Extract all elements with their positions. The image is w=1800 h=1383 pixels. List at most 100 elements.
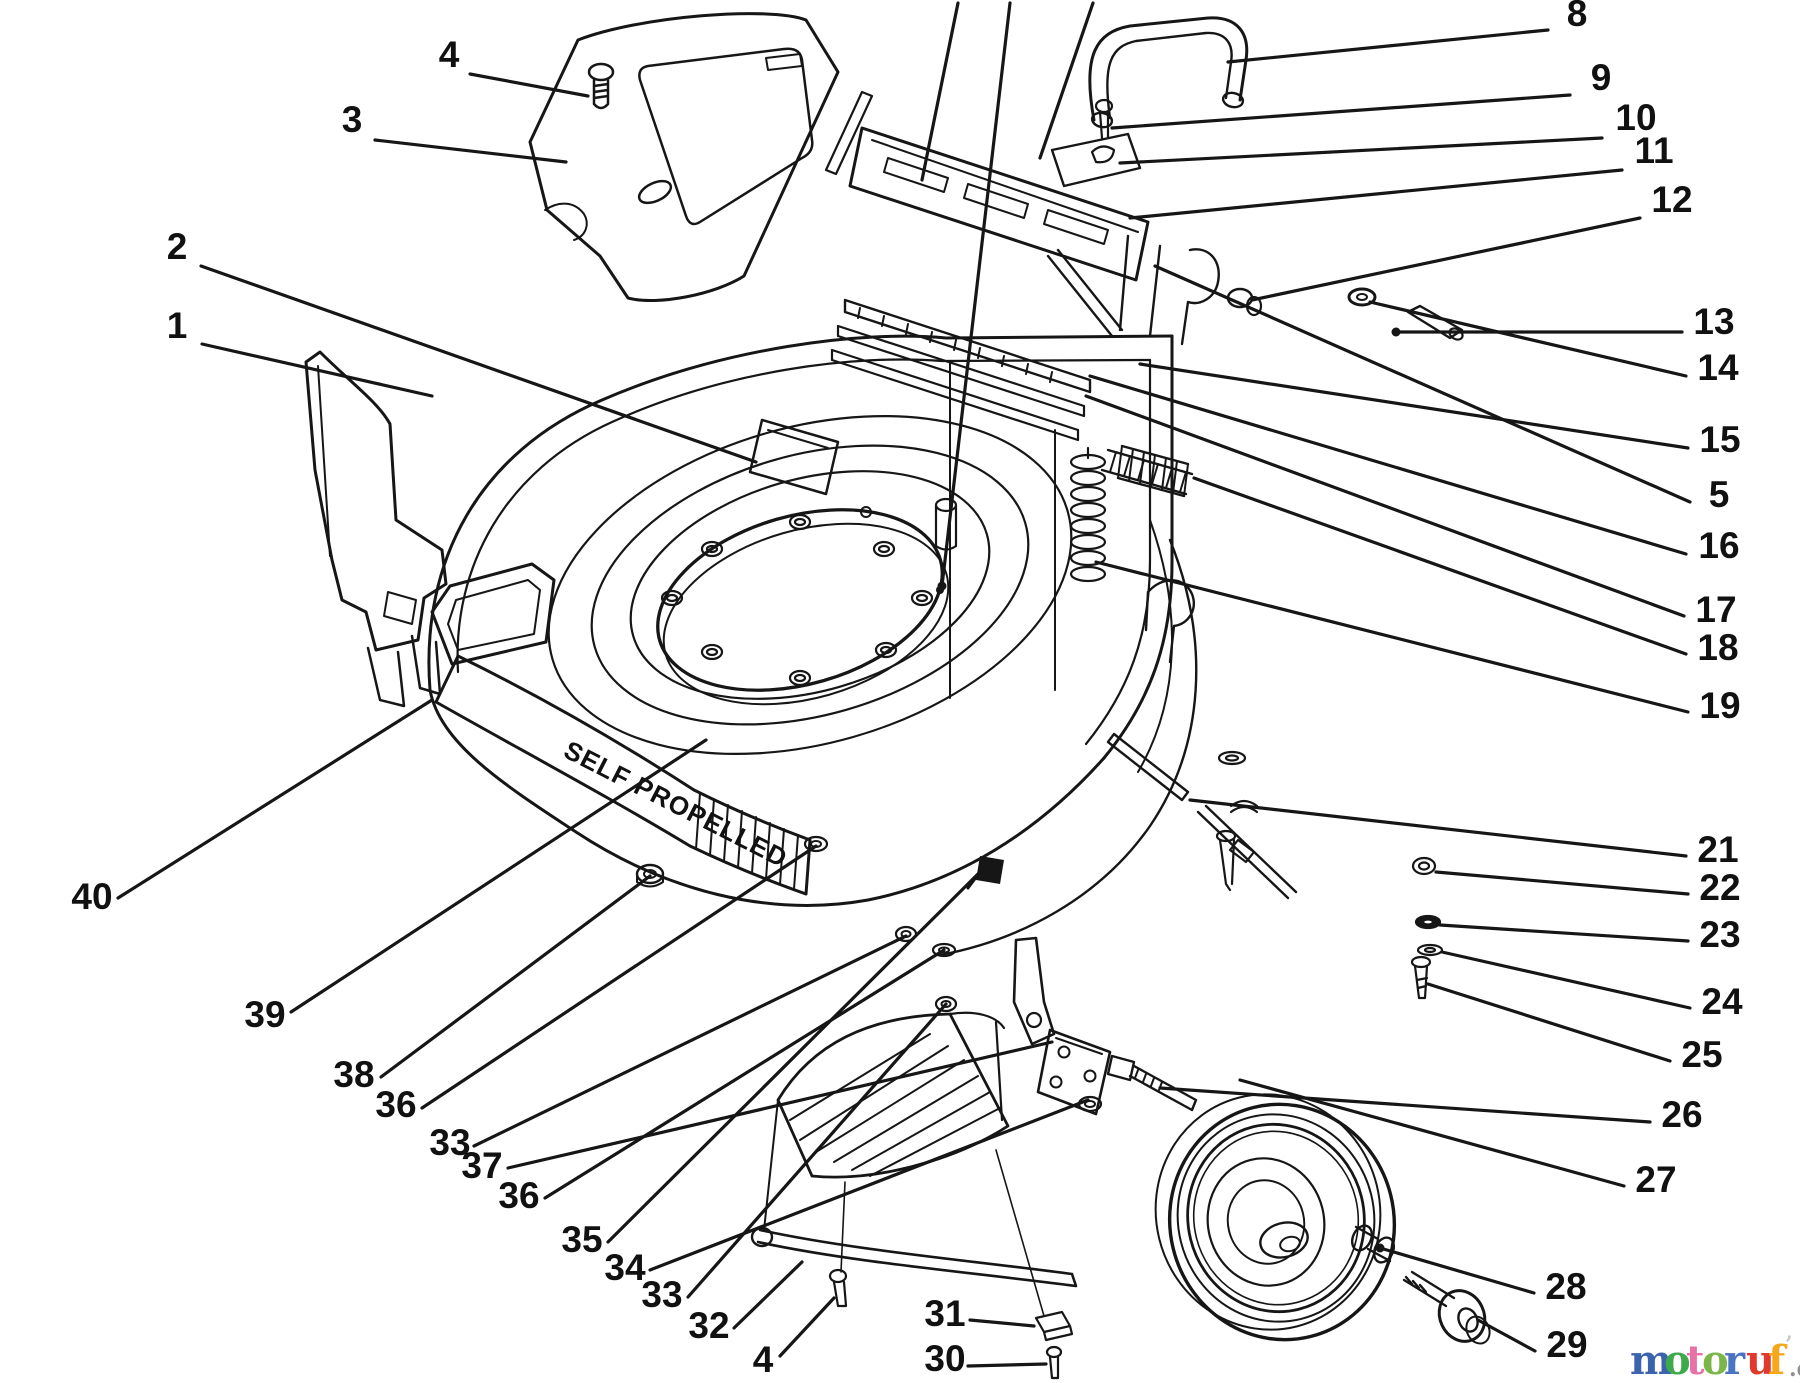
callout-label-27: 27 — [1635, 1159, 1676, 1200]
callout-label-24: 24 — [1701, 981, 1743, 1022]
callout-label-11: 11 — [1634, 130, 1673, 171]
leader-line — [1438, 923, 1690, 943]
callout-label-25: 25 — [1681, 1034, 1722, 1075]
leader-line — [472, 934, 908, 1148]
watermark-trademark: ’ — [1785, 1332, 1793, 1358]
callout-label-38: 38 — [333, 1054, 374, 1095]
cropped-leader-line — [940, 1, 1012, 588]
callout-label-19: 19 — [1699, 685, 1740, 726]
leader-line — [1158, 1086, 1652, 1124]
height-adjuster-bracket — [635, 835, 1198, 1116]
callout-label-30: 30 — [924, 1338, 965, 1379]
leader-line — [648, 1098, 1090, 1272]
hardware-stack-right — [1410, 856, 1444, 1000]
leader-line — [199, 264, 758, 464]
watermark-letter: u — [1746, 1337, 1775, 1383]
callout-label-10: 10 — [1615, 97, 1656, 138]
watermark-letter: o — [1664, 1337, 1691, 1383]
callout-label-1: 1 — [167, 305, 188, 346]
leader-line — [732, 1260, 804, 1330]
leader-line — [1188, 798, 1688, 858]
leader-end-dot — [1375, 1243, 1385, 1253]
leader-line — [200, 342, 434, 398]
leader-line — [778, 1296, 836, 1358]
deck-bolt-heads — [660, 513, 934, 687]
leader-end-dot — [937, 581, 947, 591]
leader-line — [506, 1040, 1054, 1170]
watermark-tld: .de — [1789, 1356, 1800, 1382]
callout-label-21: 21 — [1697, 829, 1738, 870]
callout-label-12: 12 — [1651, 179, 1692, 220]
callout-label-28: 28 — [1545, 1266, 1586, 1307]
callout-label-37: 37 — [461, 1145, 502, 1186]
callout-label-34: 34 — [604, 1247, 646, 1288]
cover-panel — [528, 12, 840, 302]
callout-label-14: 14 — [1697, 347, 1739, 388]
leader-line — [1250, 216, 1642, 302]
callout-label-29: 29 — [1546, 1324, 1587, 1365]
leader-line — [1238, 1078, 1626, 1188]
leader-line — [1192, 476, 1688, 656]
leader-line — [1110, 93, 1572, 130]
watermark-letter: f — [1768, 1337, 1788, 1383]
callout-label-40: 40 — [71, 876, 112, 917]
leader-line — [968, 1318, 1036, 1328]
leader-line — [289, 738, 708, 1014]
callout-label-35: 35 — [561, 1219, 602, 1260]
leader-line — [420, 844, 818, 1110]
callout-label-36: 36 — [375, 1084, 416, 1125]
deck-plate — [748, 418, 840, 496]
callout-label-3: 3 — [342, 99, 363, 140]
leader-line — [543, 948, 946, 1200]
callout-label-4: 4 — [439, 34, 460, 75]
leader-line — [116, 698, 434, 900]
callout-label-26: 26 — [1661, 1094, 1702, 1135]
callout-label-2: 2 — [167, 226, 188, 267]
callout-label-36: 36 — [498, 1175, 539, 1216]
callout-label-23: 23 — [1699, 914, 1740, 955]
side-baffle — [304, 350, 448, 708]
callout-label-32: 32 — [688, 1305, 729, 1346]
watermark-letter: m — [1630, 1337, 1672, 1383]
callout-label-39: 39 — [244, 994, 285, 1035]
handle-grip — [1088, 16, 1249, 129]
watermark-letter: o — [1702, 1337, 1729, 1383]
leader-line — [1084, 394, 1686, 618]
callout-label-33: 33 — [641, 1274, 682, 1315]
callout-label-33: 33 — [429, 1122, 470, 1163]
wheel-bolt-icon — [1402, 1270, 1491, 1345]
callout-layer: 8910111213141551617181921222324252627282… — [71, 0, 1743, 1380]
wheel — [1154, 1093, 1397, 1342]
callout-label-4: 4 — [753, 1339, 774, 1380]
leader-line — [1434, 870, 1690, 896]
hardware-stack-left — [1215, 750, 1259, 892]
cropped-leader-line — [1038, 1, 1095, 160]
watermark-letter: r — [1724, 1337, 1746, 1383]
control-panel-assembly — [824, 90, 1464, 496]
leader-line — [1378, 1246, 1536, 1295]
mounting-screw-icon — [587, 62, 615, 110]
callout-label-8: 8 — [1567, 0, 1588, 34]
deck-housing — [427, 334, 1198, 957]
leader-line — [1226, 28, 1550, 64]
leader-line — [606, 864, 988, 1244]
leader-line — [1118, 136, 1604, 165]
leader-line — [379, 874, 652, 1079]
watermark-letter: t — [1686, 1337, 1705, 1383]
leader-line — [686, 1002, 948, 1299]
leader-line — [373, 138, 568, 164]
leader-line — [1088, 374, 1688, 556]
mulch-deflector — [750, 1011, 1078, 1380]
leader-line — [1153, 264, 1692, 504]
leader-line — [1426, 982, 1672, 1063]
callout-label-18: 18 — [1697, 627, 1738, 668]
callout-label-15: 15 — [1699, 419, 1740, 460]
hub-bushing-icon — [1350, 1224, 1396, 1264]
leader-end-dot — [1391, 327, 1401, 337]
stop-rod — [1106, 732, 1298, 900]
callout-label-31: 31 — [924, 1293, 965, 1334]
leader-line — [1440, 950, 1692, 1010]
callout-label-22: 22 — [1699, 867, 1740, 908]
